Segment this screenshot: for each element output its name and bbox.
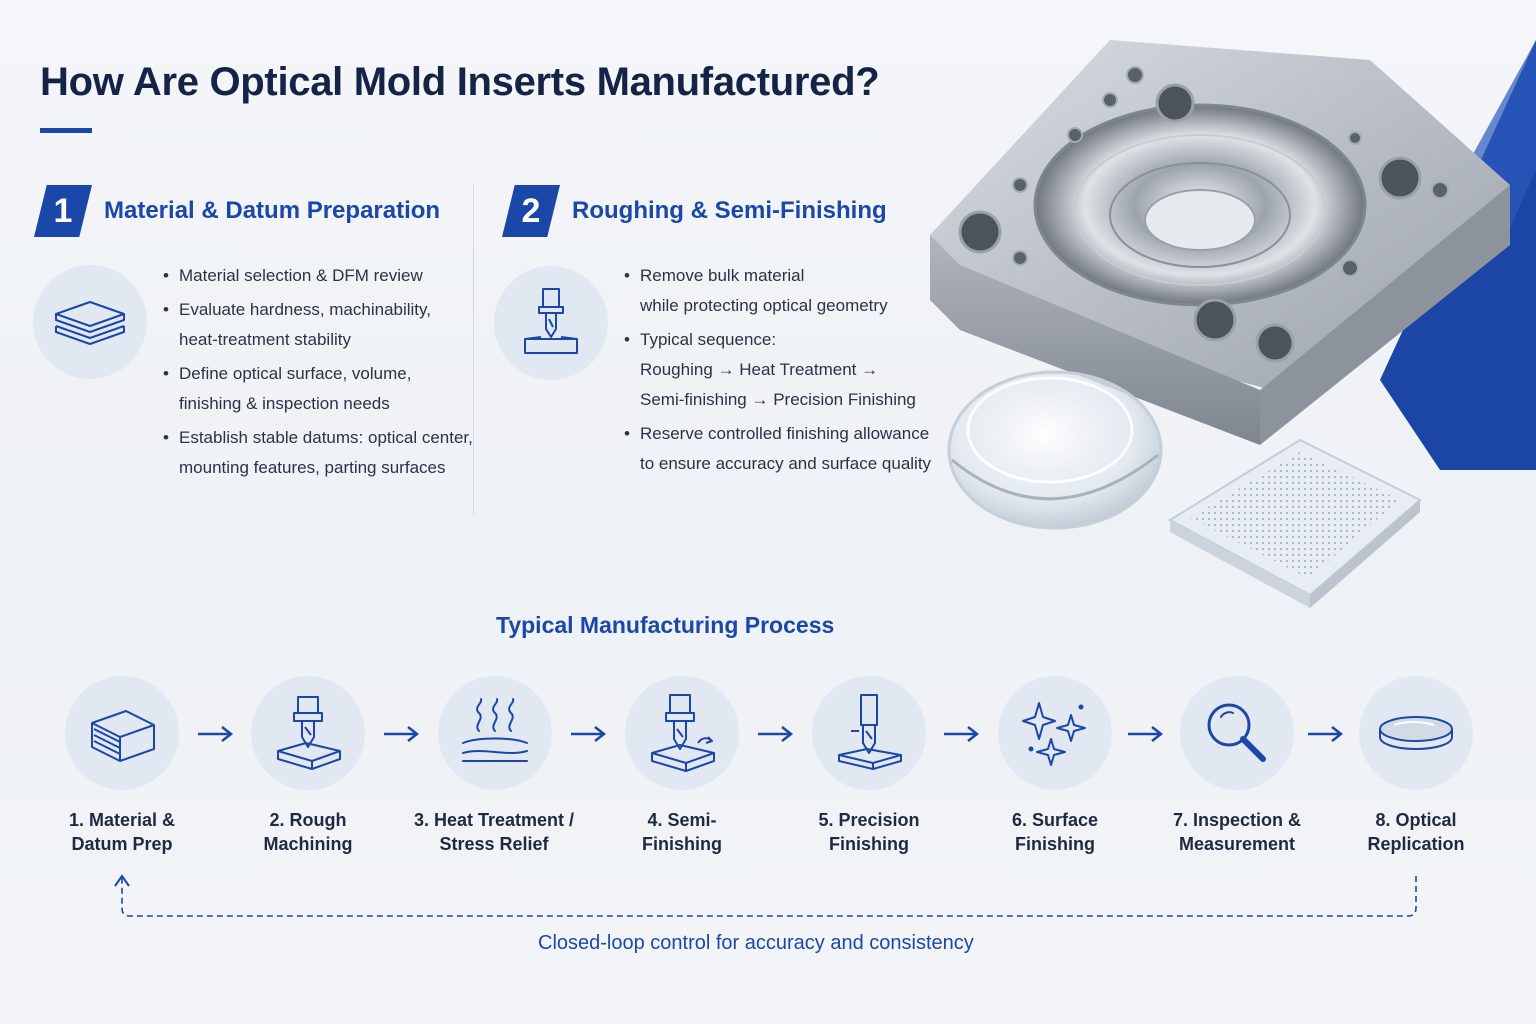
bullet-line: finishing & inspection needs bbox=[179, 394, 390, 413]
bullet-line: while protecting optical geometry bbox=[640, 296, 888, 315]
process-arrow bbox=[198, 726, 234, 742]
section-1-number: 1 bbox=[34, 185, 92, 237]
process-arrow bbox=[758, 726, 794, 742]
process-arrow bbox=[944, 726, 980, 742]
section-2-header: 2 Roughing & Semi-Finishing bbox=[502, 185, 887, 237]
section-1-bullets: Material selection & DFM reviewEvaluate … bbox=[163, 261, 473, 487]
bullet-line: Roughing → Heat Treatment → bbox=[640, 360, 879, 379]
bullet-line: heat-treatment stability bbox=[179, 330, 351, 349]
sparkle-icon bbox=[998, 676, 1112, 790]
step-label-4: 4. Semi-Finishing bbox=[642, 810, 722, 854]
page-title: How Are Optical Mold Inserts Manufacture… bbox=[40, 60, 880, 104]
step-label-7: 7. Inspection &Measurement bbox=[1172, 810, 1302, 854]
milling-tool-icon bbox=[494, 266, 608, 380]
step-label-3: 3. Heat Treatment /Stress Relief bbox=[413, 810, 575, 854]
closed-loop-arrow bbox=[114, 874, 1417, 917]
bullet-line: Semi-finishing → Precision Finishing bbox=[640, 390, 916, 409]
section-1-header: 1 Material & Datum Preparation bbox=[34, 185, 440, 237]
material-block-icon bbox=[65, 676, 179, 790]
bullet-line: Material selection & DFM review bbox=[163, 261, 473, 291]
closed-loop-caption: Closed-loop control for accuracy and con… bbox=[538, 932, 974, 954]
title-underline bbox=[40, 128, 92, 133]
bullet-line: to ensure accuracy and surface quality bbox=[640, 454, 932, 473]
bullet-line: mounting features, parting surfaces bbox=[179, 458, 446, 477]
bullet-line: Reserve controlled finishing allowance bbox=[624, 419, 931, 449]
section-divider bbox=[473, 185, 474, 515]
mold-insert-illustration bbox=[930, 40, 1536, 608]
section-2-number: 2 bbox=[502, 185, 560, 237]
process-title: Typical Manufacturing Process bbox=[496, 612, 835, 638]
process-arrow bbox=[1308, 726, 1344, 742]
section-1-title: Material & Datum Preparation bbox=[104, 197, 441, 224]
bullet-line: Remove bulk material bbox=[624, 261, 931, 291]
process-arrow bbox=[1128, 726, 1164, 742]
stacked-plates-icon bbox=[33, 265, 147, 379]
bullet-line: Evaluate hardness, machinability, bbox=[163, 295, 473, 325]
process-arrow bbox=[571, 726, 607, 742]
semi-finishing-icon bbox=[625, 676, 739, 790]
precision-finishing-icon bbox=[812, 676, 926, 790]
bullet-line: Typical sequence: bbox=[624, 325, 931, 355]
bullet-line: Define optical surface, volume, bbox=[163, 359, 473, 389]
rough-machining-icon bbox=[251, 676, 365, 790]
process-arrow bbox=[384, 726, 420, 742]
bullet-line: Establish stable datums: optical center, bbox=[163, 423, 473, 453]
section-2-title: Roughing & Semi-Finishing bbox=[572, 197, 887, 224]
section-2-bullets: Remove bulk material while protecting opt… bbox=[624, 261, 931, 483]
magnifier-icon bbox=[1180, 676, 1294, 790]
lens-disc-icon bbox=[1359, 676, 1473, 790]
heat-waves-icon bbox=[438, 676, 552, 790]
step-label-1: 1. Material &Datum Prep bbox=[68, 810, 176, 854]
